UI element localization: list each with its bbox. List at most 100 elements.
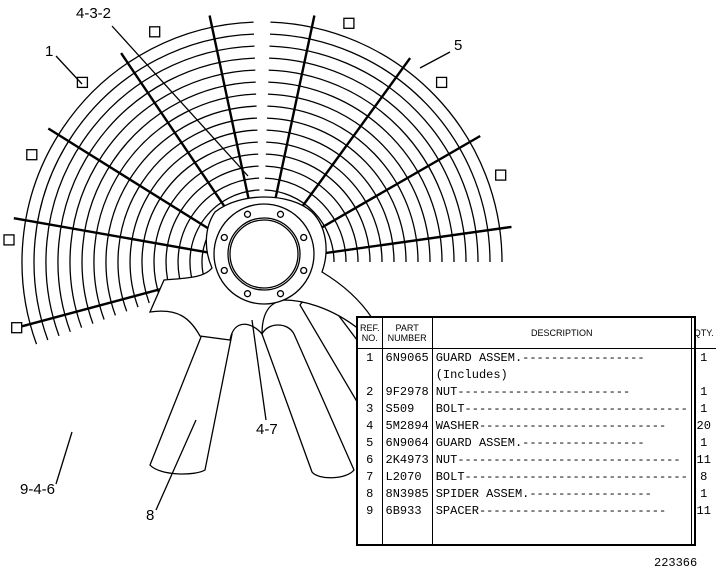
cell-description: BOLT------------------------------- xyxy=(432,400,692,417)
cell-qty: 8 xyxy=(700,469,708,484)
callout-9-4-6: 9-4-6 xyxy=(20,481,56,498)
hub-bolt-hole xyxy=(220,266,228,275)
guard-ring xyxy=(141,141,258,304)
guard-ring xyxy=(270,21,503,263)
guard-ring xyxy=(129,129,258,308)
cell-qty: 1 xyxy=(700,401,708,416)
guard-ring xyxy=(266,141,383,263)
cell-ref: 2 xyxy=(358,383,383,400)
hub-bolt-hole xyxy=(276,290,285,298)
guard-ring xyxy=(268,69,455,263)
callout-4-7: 4-7 xyxy=(256,421,278,438)
guard-ring xyxy=(93,93,257,320)
guard-ring xyxy=(268,81,443,263)
cell-description: NUT------------------------------- xyxy=(432,451,692,468)
cell-description: GUARD ASSEM.----------------- xyxy=(432,348,692,366)
mounting-tab xyxy=(3,234,15,246)
mounting-tab xyxy=(26,149,38,161)
callout-4-3-2: 4-3-2 xyxy=(76,5,112,22)
hub-bolt-hole xyxy=(243,290,252,298)
header-description: DESCRIPTION xyxy=(432,318,692,349)
cell-part-number: 9F2978 xyxy=(382,383,433,400)
guard-rib xyxy=(13,217,209,254)
cell-ref: 9 xyxy=(358,502,383,519)
mounting-tab xyxy=(435,76,448,89)
guard-ring xyxy=(117,117,258,312)
cell-ref: 3 xyxy=(358,400,383,417)
cell-part-number xyxy=(382,366,433,383)
guard-ribs xyxy=(3,15,512,334)
mounting-tab xyxy=(495,169,507,181)
empty-cell xyxy=(432,519,692,544)
spider-assembly xyxy=(148,196,373,341)
hub-bolt-hole xyxy=(243,210,252,218)
cell-part-number: 6N9064 xyxy=(382,434,433,451)
guard-rib xyxy=(316,225,512,256)
guard-ring xyxy=(266,117,407,263)
cell-ref: 8 xyxy=(358,485,383,502)
guard-ring xyxy=(264,177,347,263)
empty-cell xyxy=(358,519,383,544)
fan-blade xyxy=(261,324,355,479)
cell-part-number: S509 xyxy=(382,400,433,417)
guard-ring xyxy=(81,81,256,324)
guard-ring xyxy=(153,153,259,300)
guard-ring xyxy=(267,105,419,263)
guard-ring xyxy=(267,93,431,263)
header-ref-no: REF.NO. xyxy=(358,318,383,349)
cell-part-number: L2070 xyxy=(382,468,433,485)
hub-bolt-circle xyxy=(220,210,308,298)
guard-ring xyxy=(105,105,257,316)
cell-part-number: 6N9065 xyxy=(382,348,433,366)
cell-ref: 6 xyxy=(358,451,383,468)
guard-ring xyxy=(269,57,467,263)
mounting-tab xyxy=(11,322,23,334)
cell-description: NUT------------------------ xyxy=(432,383,692,400)
mounting-tab xyxy=(149,26,161,38)
guard-ring xyxy=(266,129,395,263)
guard-ring xyxy=(69,69,256,328)
cell-description: (Includes) xyxy=(432,366,692,383)
guard-rib xyxy=(120,52,233,218)
guard-ring xyxy=(265,165,359,263)
cell-description: SPACER-------------------------- xyxy=(432,502,692,519)
cell-part-number: 6B933 xyxy=(382,502,433,519)
guard-ring xyxy=(189,189,260,287)
guard-ring xyxy=(264,189,335,263)
callout-8: 8 xyxy=(146,507,155,524)
fan-blade xyxy=(149,324,233,475)
cell-ref: 4 xyxy=(358,417,383,434)
leader-lines xyxy=(55,25,451,511)
guard-rib xyxy=(308,134,481,236)
hub-bolt-hole xyxy=(220,233,228,242)
guard-rib xyxy=(293,57,412,219)
cell-part-number: 2K4973 xyxy=(382,451,433,468)
guard-ring xyxy=(21,21,254,345)
guard-ring xyxy=(165,165,259,296)
cell-part-number: 5M2894 xyxy=(382,417,433,434)
guard-ring xyxy=(265,153,371,263)
cell-qty: 1 xyxy=(700,350,708,365)
table-filler-row xyxy=(358,519,716,544)
cell-qty: 11 xyxy=(696,503,711,518)
table-row: (Includes) xyxy=(358,366,716,383)
cell-description: BOLT------------------------------- xyxy=(432,468,692,485)
cell-ref: 5 xyxy=(358,434,383,451)
cell-qty: 1 xyxy=(700,435,708,450)
guard-ring xyxy=(177,177,260,291)
hub-bolt-hole xyxy=(300,266,308,275)
cell-part-number: 8N3985 xyxy=(382,485,433,502)
empty-cell xyxy=(382,519,433,544)
cell-qty: 11 xyxy=(696,452,711,467)
cell-qty: 1 xyxy=(700,486,708,501)
